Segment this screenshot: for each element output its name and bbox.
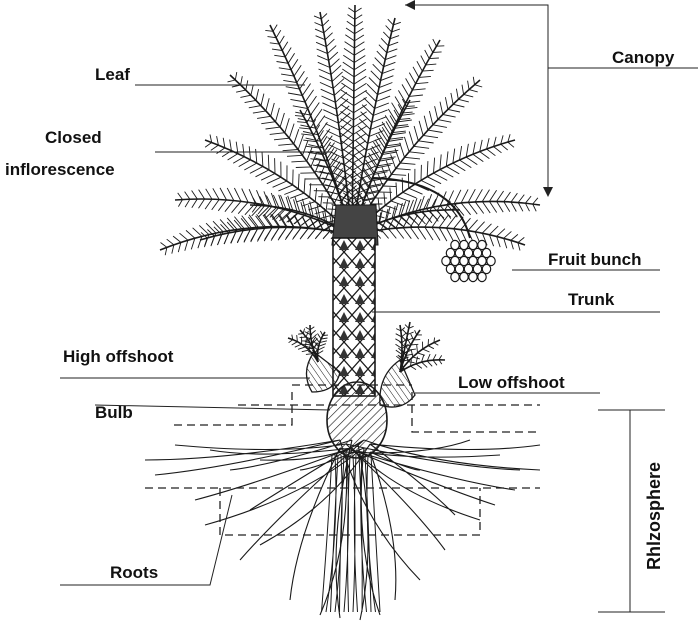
date-fruit — [469, 272, 477, 281]
label-leaf: Leaf — [95, 65, 130, 84]
frond — [348, 18, 401, 235]
label-closed-inflorescence-1: Closed — [45, 128, 102, 147]
label-bulb: Bulb — [95, 403, 133, 422]
label-fruit-bunch: Fruit bunch — [548, 250, 641, 269]
label-low-offshoot: Low offshoot — [458, 373, 565, 392]
label-high-offshoot: High offshoot — [63, 347, 174, 366]
canopy-arrow-top — [405, 0, 415, 10]
date-fruit — [478, 272, 486, 281]
label-trunk: Trunk — [568, 290, 615, 309]
label-closed-inflorescence-2: inflorescence — [5, 160, 115, 179]
label-roots: Roots — [110, 563, 158, 582]
label-canopy: Canopy — [612, 48, 675, 67]
palm-canopy — [160, 5, 540, 255]
canopy-arrow-bottom — [543, 187, 553, 197]
date-fruit — [451, 272, 459, 281]
roots — [145, 440, 540, 620]
label-rhizosphere: Rhlzosphere — [644, 462, 664, 570]
frond — [200, 214, 352, 246]
date-fruit — [460, 272, 468, 281]
